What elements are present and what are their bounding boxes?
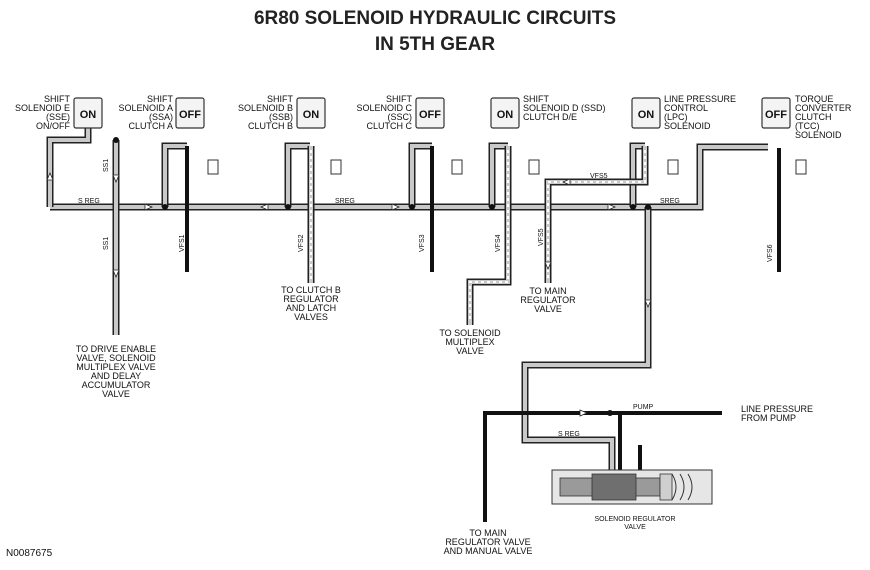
svg-text:SOLENOID B: SOLENOID B xyxy=(238,103,293,113)
svg-text:SOLENOID: SOLENOID xyxy=(795,130,842,140)
label-solenoid-multiplex: TO SOLENOID MULTIPLEX VALVE xyxy=(439,328,501,356)
svg-text:TO SOLENOID: TO SOLENOID xyxy=(439,328,501,338)
svg-text:TO MAIN: TO MAIN xyxy=(469,528,506,538)
solenoid-sse: ON SHIFT SOLENOID E (SSE) ON/OFF xyxy=(15,94,103,131)
svg-text:(LPC): (LPC) xyxy=(664,112,688,122)
figure-id: N0087675 xyxy=(6,548,53,559)
svg-text:(SSC): (SSC) xyxy=(388,112,413,122)
svg-text:PUMP: PUMP xyxy=(633,404,654,411)
svg-text:VFS3: VFS3 xyxy=(419,234,426,252)
svg-text:(SSA): (SSA) xyxy=(149,112,173,122)
svg-text:VALVES: VALVES xyxy=(294,312,328,322)
solenoid-regulator-valve: SOLENOID REGULATOR VALVE xyxy=(551,469,713,531)
junction-dots xyxy=(113,137,651,416)
svg-text:CLUTCH D/E: CLUTCH D/E xyxy=(523,112,577,122)
svg-text:SOLENOID A: SOLENOID A xyxy=(118,103,173,113)
svg-text:SHIFT: SHIFT xyxy=(147,94,174,104)
svg-text:VALVE: VALVE xyxy=(624,524,646,531)
svg-text:ACCUMULATOR: ACCUMULATOR xyxy=(82,380,151,390)
svg-text:CLUTCH A: CLUTCH A xyxy=(128,121,173,131)
ssc-state: OFF xyxy=(419,109,441,121)
svg-text:CLUTCH C: CLUTCH C xyxy=(366,121,412,131)
svg-text:CLUTCH B: CLUTCH B xyxy=(248,121,293,131)
label-main-regulator: TO MAIN REGULATOR VALVE xyxy=(520,286,576,314)
svg-text:SOLENOID E: SOLENOID E xyxy=(15,103,70,113)
svg-text:VFS5: VFS5 xyxy=(590,173,608,180)
flow-arrows xyxy=(46,171,652,417)
svg-text:MULTIPLEX VALVE: MULTIPLEX VALVE xyxy=(76,362,156,372)
svg-text:VFS4: VFS4 xyxy=(495,234,502,252)
svg-text:(SSB): (SSB) xyxy=(269,112,293,122)
svg-text:TO MAIN: TO MAIN xyxy=(529,286,566,296)
solenoid-lpc: ON LINE PRESSURE CONTROL (LPC) SOLENOID xyxy=(631,94,736,175)
solenoid-ssb: ON SHIFT SOLENOID B (SSB) CLUTCH B xyxy=(238,94,342,175)
svg-text:TO DRIVE ENABLE: TO DRIVE ENABLE xyxy=(76,344,156,354)
pipe-network xyxy=(46,128,768,470)
svg-text:SS1: SS1 xyxy=(103,237,110,250)
svg-text:FROM PUMP: FROM PUMP xyxy=(741,413,796,423)
svg-text:TORQUE: TORQUE xyxy=(795,94,833,104)
svg-text:SS1: SS1 xyxy=(103,159,110,172)
lpc-state: ON xyxy=(638,109,655,121)
svg-text:VALVE: VALVE xyxy=(456,346,484,356)
solenoid-ssc: OFF SHIFT SOLENOID C (SSC) CLUTCH C xyxy=(356,94,463,175)
svg-text:VALVE: VALVE xyxy=(102,389,130,399)
svg-text:LINE PRESSURE: LINE PRESSURE xyxy=(664,94,736,104)
svg-text:MULTIPLEX: MULTIPLEX xyxy=(445,337,494,347)
tcc-state: OFF xyxy=(765,109,787,121)
svg-text:CLUTCH: CLUTCH xyxy=(795,112,832,122)
svg-text:AND MANUAL VALVE: AND MANUAL VALVE xyxy=(444,546,533,556)
svg-text:SHIFT: SHIFT xyxy=(386,94,413,104)
svg-text:SHIFT: SHIFT xyxy=(44,94,71,104)
svg-text:REGULATOR: REGULATOR xyxy=(520,295,576,305)
label-drive-enable: TO DRIVE ENABLE VALVE, SOLENOID MULTIPLE… xyxy=(76,344,156,399)
svg-text:VFS6: VFS6 xyxy=(767,244,774,262)
label-clutch-b: TO CLUTCH B REGULATOR AND LATCH VALVES xyxy=(281,285,341,322)
title-line-2: IN 5TH GEAR xyxy=(375,34,496,55)
svg-text:AND DELAY: AND DELAY xyxy=(91,371,141,381)
svg-text:SOLENOID REGULATOR: SOLENOID REGULATOR xyxy=(594,516,675,523)
svg-text:SOLENOID: SOLENOID xyxy=(664,121,711,131)
svg-text:SREG: SREG xyxy=(335,198,355,205)
solenoid-ssd: ON SHIFT SOLENOID D (SSD) CLUTCH D/E xyxy=(490,94,606,175)
svg-text:VALVE, SOLENOID: VALVE, SOLENOID xyxy=(76,353,156,363)
ssd-state: ON xyxy=(497,109,514,121)
ssa-state: OFF xyxy=(179,109,201,121)
ssb-state: ON xyxy=(303,109,320,121)
label-main-reg-manual: TO MAIN REGULATOR VALVE AND MANUAL VALVE xyxy=(444,528,533,556)
svg-text:S REG: S REG xyxy=(78,198,100,205)
svg-text:VFS5: VFS5 xyxy=(538,228,545,246)
svg-text:SHIFT: SHIFT xyxy=(267,94,294,104)
svg-text:VFS2: VFS2 xyxy=(298,234,305,252)
sse-state: ON xyxy=(80,109,97,121)
svg-text:SREG: SREG xyxy=(660,198,680,205)
title-line-1: 6R80 SOLENOID HYDRAULIC CIRCUITS xyxy=(254,8,616,29)
svg-text:VFS1: VFS1 xyxy=(179,234,186,252)
svg-text:CONTROL: CONTROL xyxy=(664,103,708,113)
svg-text:REGULATOR: REGULATOR xyxy=(283,294,339,304)
solenoid-tcc: OFF TORQUE CONVERTER CLUTCH (TCC) SOLENO… xyxy=(761,94,852,175)
svg-text:S REG: S REG xyxy=(558,431,580,438)
svg-text:SOLENOID D (SSD): SOLENOID D (SSD) xyxy=(523,103,606,113)
svg-text:VALVE: VALVE xyxy=(534,304,562,314)
label-line-pressure: LINE PRESSURE FROM PUMP xyxy=(741,404,813,423)
solenoid-ssa: OFF SHIFT SOLENOID A (SSA) CLUTCH A xyxy=(118,94,219,175)
svg-text:SOLENOID C: SOLENOID C xyxy=(356,103,412,113)
svg-text:CONVERTER: CONVERTER xyxy=(795,103,852,113)
svg-text:(TCC): (TCC) xyxy=(795,121,820,131)
svg-text:ON/OFF: ON/OFF xyxy=(36,121,70,131)
svg-text:TO CLUTCH B: TO CLUTCH B xyxy=(281,285,341,295)
svg-text:SHIFT: SHIFT xyxy=(523,94,550,104)
svg-text:AND LATCH: AND LATCH xyxy=(286,303,336,313)
line-labels: SS1 SS1 S REG SREG SREG VFS1 VFS2 VFS3 V… xyxy=(78,159,774,438)
svg-text:REGULATOR VALVE: REGULATOR VALVE xyxy=(445,537,530,547)
svg-text:LINE PRESSURE: LINE PRESSURE xyxy=(741,404,813,414)
svg-text:(SSE): (SSE) xyxy=(46,112,70,122)
black-lines xyxy=(185,146,781,522)
